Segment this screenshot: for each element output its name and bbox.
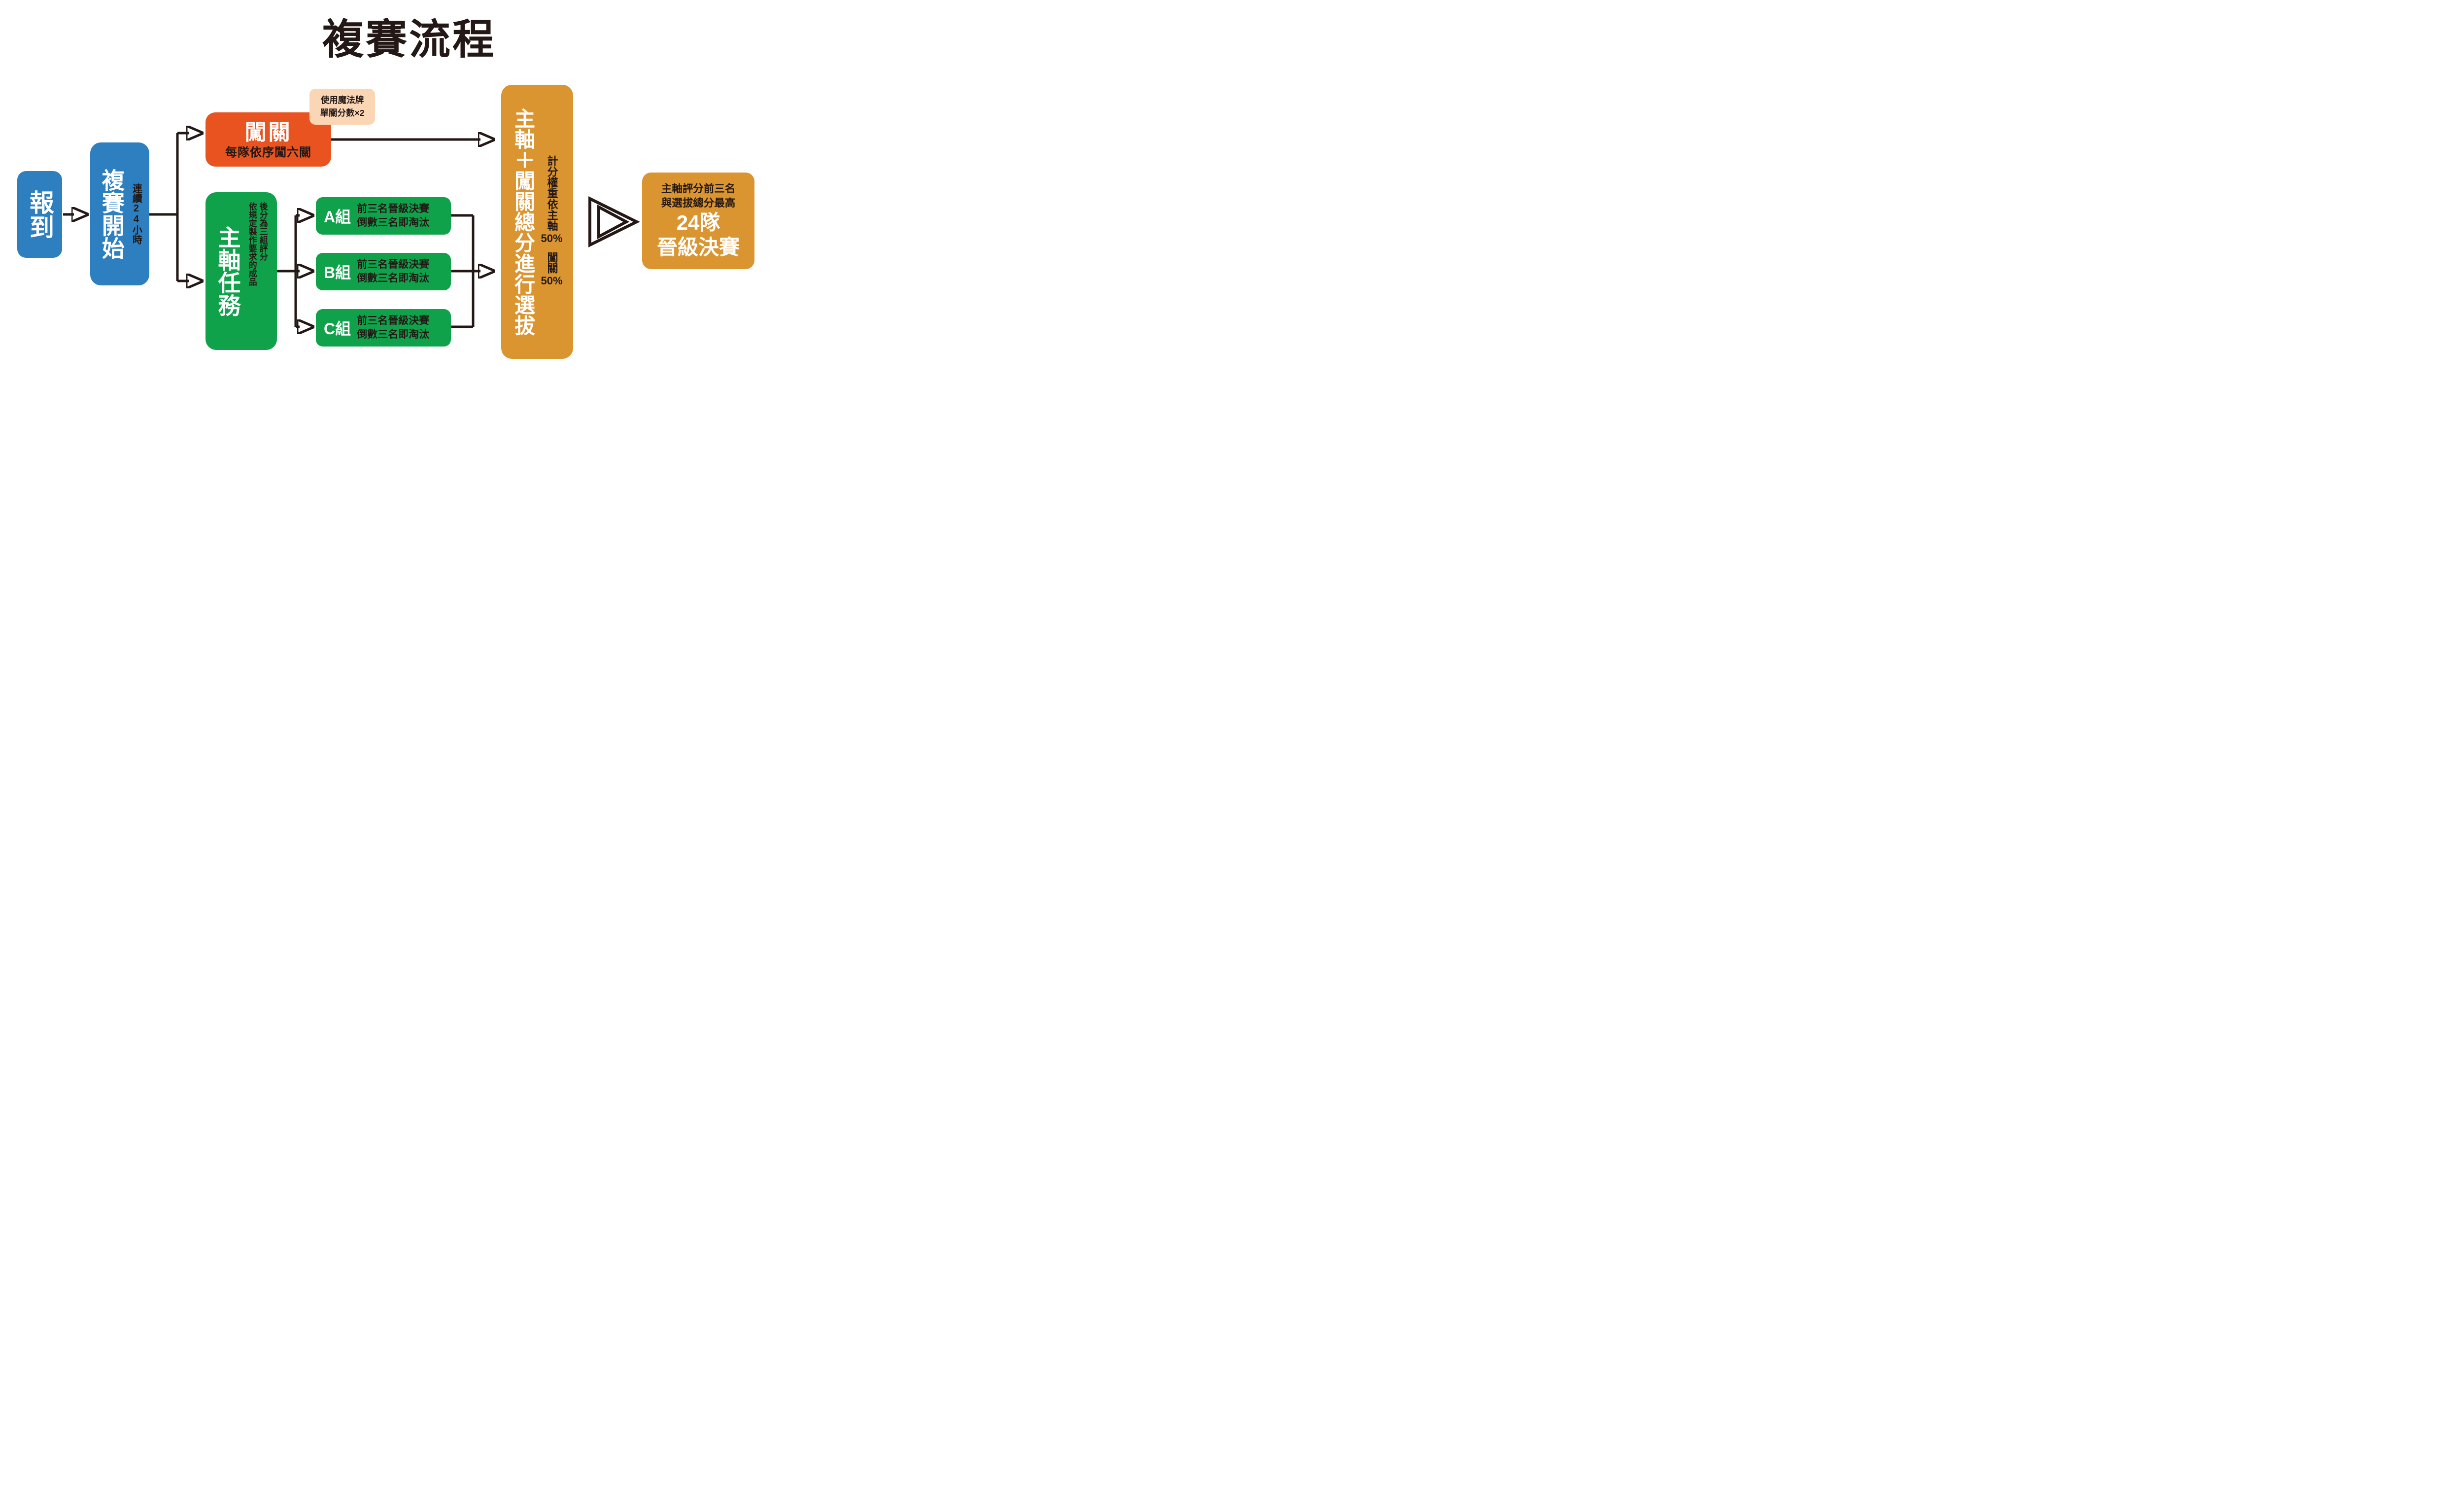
- result-advance-label: 晉級決賽: [656, 236, 740, 259]
- selection-note-pct2: 50%: [541, 275, 563, 287]
- result-criteria-line2: 與選拔總分最高: [661, 197, 736, 209]
- challenge-label: 闖關: [244, 120, 292, 144]
- group-c-rule-line1: 前三名晉級決賽: [357, 315, 430, 327]
- start-duration-note: 連續24小時: [131, 183, 142, 244]
- node-checkin: 報到: [17, 171, 62, 258]
- node-semifinal-start: 複賽開始 連續24小時: [90, 142, 149, 285]
- flowchart-canvas: 複賽流程 報到 複賽開始 連續24小時 闖關 每隊: [0, 0, 773, 375]
- node-main-task: 主軸任務 後分為三組評分 依規定製作要求的成品: [205, 192, 277, 350]
- node-selection: 主軸＋闖關總分進行選拔 計分權重依主軸50%闖關50%: [501, 85, 573, 359]
- main-task-notes: 後分為三組評分 依規定製作要求的成品: [246, 202, 268, 340]
- group-b-rules: 前三名晉級決賽 倒數三名即淘汰: [357, 258, 429, 285]
- double-triangle-icon-inner: [597, 204, 630, 240]
- group-b-rule-line1: 前三名晉級決賽: [357, 259, 430, 271]
- double-triangle-icon-outer: [588, 196, 640, 247]
- node-result: 主軸評分前三名 與選拔總分最高 24隊 晉級決賽: [642, 173, 754, 269]
- result-teams-count: 24隊: [676, 211, 720, 235]
- selection-label: 主軸＋闖關總分進行選拔: [512, 108, 535, 336]
- node-group-b: B組 前三名晉級決賽 倒數三名即淘汰: [316, 253, 451, 290]
- selection-note-part1: 計分權重依主軸: [546, 155, 558, 231]
- selection-note-pct1: 50%: [541, 232, 563, 244]
- group-a-rule-line1: 前三名晉級決賽: [357, 203, 430, 215]
- group-c-rules: 前三名晉級決賽 倒數三名即淘汰: [357, 314, 429, 341]
- magic-card-callout: 使用魔法牌 單關分數×2: [309, 89, 375, 125]
- selection-weight-note: 計分權重依主軸50%闖關50%: [541, 155, 562, 288]
- result-criteria-line1: 主軸評分前三名: [661, 183, 736, 195]
- group-c-name: C組: [324, 320, 351, 338]
- callout-line1: 使用魔法牌: [320, 95, 364, 105]
- node-group-a: A組 前三名晉級決賽 倒數三名即淘汰: [316, 197, 451, 235]
- challenge-sub-label: 每隊依序闖六關: [225, 146, 311, 160]
- page-title: 複賽流程: [322, 16, 496, 63]
- group-c-rule-line2: 倒數三名即淘汰: [357, 329, 430, 340]
- group-a-name: A組: [324, 208, 351, 226]
- group-a-rules: 前三名晉級決賽 倒數三名即淘汰: [357, 202, 429, 229]
- selection-note-part2: 闖關: [546, 252, 558, 274]
- group-b-rule-line2: 倒數三名即淘汰: [357, 273, 430, 284]
- main-task-note-left-column: 依規定製作要求的成品: [247, 202, 257, 286]
- checkin-label: 報到: [26, 190, 54, 239]
- group-b-name: B組: [324, 264, 351, 281]
- main-task-note-right-column: 後分為三組評分: [258, 202, 268, 261]
- node-group-c: C組 前三名晉級決賽 倒數三名即淘汰: [316, 309, 451, 347]
- start-label: 複賽開始: [99, 169, 125, 259]
- main-task-label: 主軸任務: [215, 226, 241, 316]
- callout-line2: 單關分數×2: [320, 107, 365, 118]
- group-a-rule-line2: 倒數三名即淘汰: [357, 217, 430, 228]
- connector-lines: [63, 0, 640, 375]
